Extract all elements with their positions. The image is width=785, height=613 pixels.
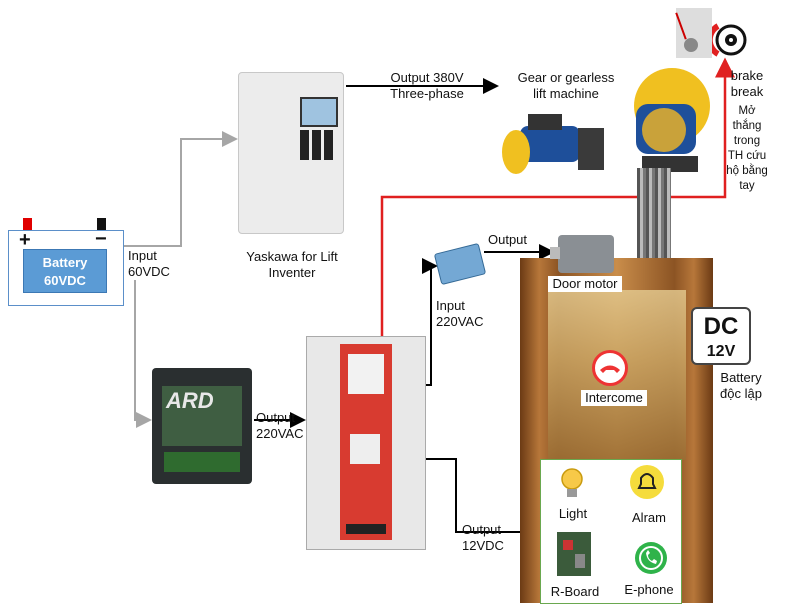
rboard-label: R-Board bbox=[550, 584, 600, 599]
battery-label-line1: Battery bbox=[42, 255, 88, 270]
dc-text: DC bbox=[703, 313, 739, 340]
alarm-label: Alram bbox=[632, 510, 666, 525]
dc-battery-icon: DC 12V bbox=[691, 307, 751, 365]
battery-label: Battery 60VDC bbox=[23, 249, 107, 293]
door-motor-image bbox=[550, 235, 614, 273]
ard-logo: ARD bbox=[166, 388, 214, 413]
ephone-label: E-phone bbox=[624, 582, 674, 597]
circuit-board-icon bbox=[557, 532, 591, 576]
minus-sign: − bbox=[95, 228, 107, 250]
battery-block: + − Battery 60VDC bbox=[8, 218, 124, 306]
wire-battery-vfd bbox=[122, 131, 238, 247]
inverter-display bbox=[300, 97, 338, 127]
hoist-ropes bbox=[637, 168, 671, 260]
wire-cabinet-panel bbox=[424, 458, 540, 540]
whatsapp-phone-icon bbox=[635, 542, 667, 574]
cabin-emergency-panel: Light Alram R-Board E-phone bbox=[540, 459, 682, 604]
control-cabinet-panel bbox=[340, 344, 392, 540]
phone-hangup-icon bbox=[592, 350, 628, 386]
brake-disc-icon bbox=[712, 23, 747, 57]
intercome-label: Intercome bbox=[581, 390, 647, 406]
gearless-machine-image bbox=[634, 68, 710, 172]
alarm-bell-icon bbox=[630, 465, 664, 499]
door-motor-label: Door motor bbox=[548, 276, 622, 292]
sensor-output-label: Output bbox=[488, 232, 528, 247]
wire-battery-ard bbox=[134, 280, 152, 428]
battery-label-line2: 60VDC bbox=[44, 273, 86, 288]
dc-voltage: 12V bbox=[706, 343, 736, 360]
negative-terminal bbox=[97, 218, 106, 230]
positive-terminal bbox=[23, 218, 32, 230]
wire-cabinet-sensor bbox=[422, 258, 438, 386]
inverter-keypad bbox=[300, 130, 334, 160]
light-label: Light bbox=[558, 506, 588, 521]
ard-device-image: ARD bbox=[152, 368, 252, 484]
plus-sign: + bbox=[19, 229, 31, 251]
brake-lever-image bbox=[675, 8, 712, 58]
light-bulb-icon bbox=[561, 468, 583, 497]
wire-brake-release bbox=[380, 57, 735, 336]
geared-machine-image bbox=[502, 114, 604, 174]
